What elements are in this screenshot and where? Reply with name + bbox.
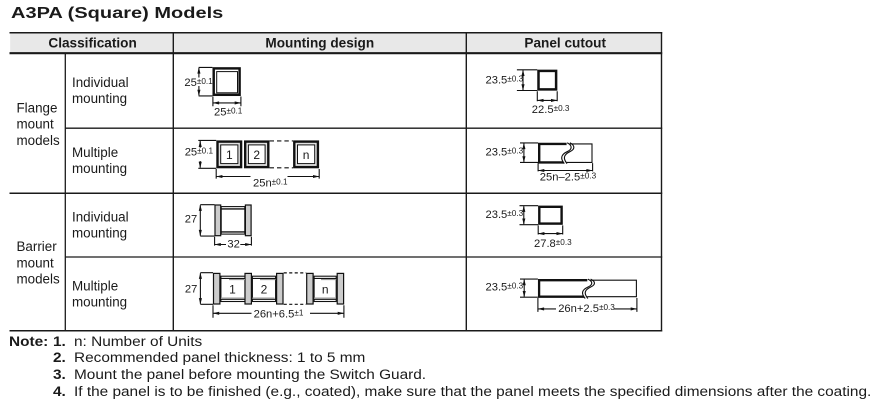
svg-text:22.5±0.3: 22.5±0.3: [532, 104, 570, 116]
svg-text:mounting: mounting: [72, 91, 127, 106]
svg-text:2: 2: [261, 283, 268, 297]
svg-text:mounting: mounting: [72, 161, 127, 176]
svg-text:27.8±0.3: 27.8±0.3: [534, 238, 572, 250]
svg-text:25n–2.5±0.3: 25n–2.5±0.3: [540, 171, 597, 183]
svg-text:1: 1: [226, 148, 233, 162]
svg-text:mount: mount: [17, 255, 54, 270]
svg-text:Individual: Individual: [72, 75, 129, 90]
svg-text:Barrier: Barrier: [17, 239, 58, 254]
svg-text:mount: mount: [17, 117, 54, 132]
svg-text:Mounting design: Mounting design: [265, 36, 374, 51]
svg-text:n: n: [322, 283, 329, 297]
svg-text:Multiple: Multiple: [72, 145, 118, 160]
svg-text:26n+6.5±1: 26n+6.5±1: [254, 309, 304, 321]
svg-text:mounting: mounting: [72, 225, 127, 240]
svg-text:2: 2: [253, 148, 260, 162]
svg-text:Classification: Classification: [48, 36, 136, 51]
svg-text:1: 1: [229, 283, 236, 297]
svg-text:23.5±0.3: 23.5±0.3: [486, 281, 524, 293]
svg-text:Multiple: Multiple: [72, 278, 118, 293]
svg-text:23.5±0.3: 23.5±0.3: [486, 147, 524, 159]
svg-text:25±0.1: 25±0.1: [214, 106, 243, 118]
svg-text:models: models: [17, 271, 60, 286]
svg-text:n: n: [303, 148, 310, 162]
svg-text:Panel cutout: Panel cutout: [524, 36, 606, 51]
svg-text:mounting: mounting: [72, 294, 127, 309]
svg-text:32: 32: [227, 239, 239, 251]
svg-text:27: 27: [185, 214, 197, 226]
svg-text:23.5±0.3: 23.5±0.3: [486, 74, 524, 86]
svg-text:25±0.1: 25±0.1: [184, 77, 213, 89]
svg-text:23.5±0.3: 23.5±0.3: [486, 209, 524, 221]
svg-text:26n+2.5±0.3: 26n+2.5±0.3: [558, 303, 615, 315]
svg-text:Individual: Individual: [72, 209, 129, 224]
svg-text:25n±0.1: 25n±0.1: [253, 177, 288, 189]
svg-text:27: 27: [185, 283, 197, 295]
svg-text:models: models: [17, 133, 60, 148]
svg-text:Flange: Flange: [17, 101, 58, 116]
svg-text:25±0.1: 25±0.1: [185, 147, 214, 159]
